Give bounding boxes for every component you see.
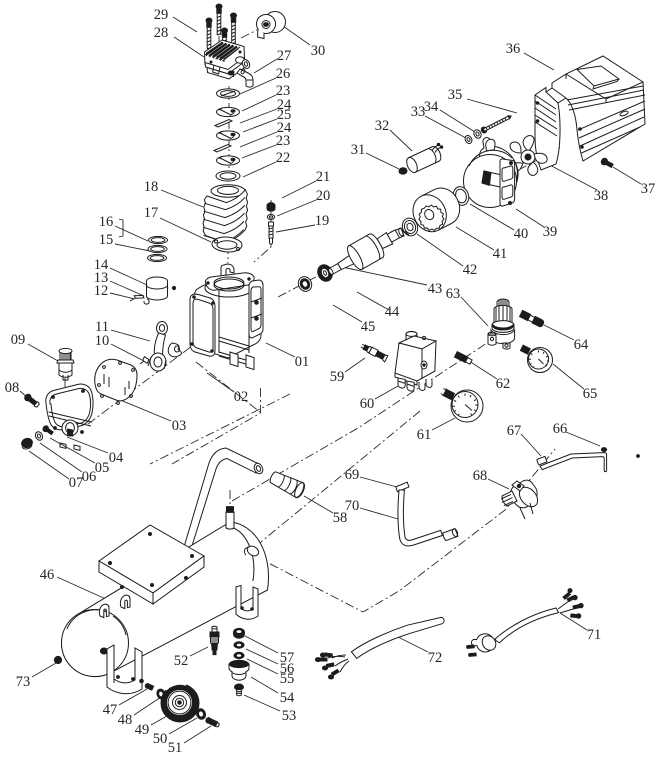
svg-text:10: 10 [95, 333, 110, 349]
svg-text:14: 14 [94, 257, 109, 273]
svg-text:12: 12 [94, 283, 109, 299]
svg-text:41: 41 [493, 246, 508, 262]
svg-text:28: 28 [154, 25, 169, 41]
svg-text:65: 65 [583, 386, 598, 402]
svg-text:57: 57 [280, 650, 295, 666]
svg-text:60: 60 [360, 396, 375, 412]
svg-text:06: 06 [82, 469, 97, 485]
svg-text:03: 03 [172, 418, 187, 434]
svg-text:56: 56 [280, 661, 295, 677]
svg-text:26: 26 [276, 66, 291, 82]
svg-text:52: 52 [174, 653, 189, 669]
svg-text:11: 11 [95, 319, 109, 335]
svg-text:47: 47 [103, 702, 118, 718]
svg-text:48: 48 [118, 712, 133, 728]
svg-text:19: 19 [315, 213, 330, 229]
svg-text:01: 01 [295, 354, 310, 370]
svg-text:22: 22 [276, 150, 291, 166]
svg-text:54: 54 [280, 690, 295, 706]
svg-text:45: 45 [361, 319, 376, 335]
svg-text:35: 35 [448, 87, 463, 103]
svg-text:23: 23 [276, 133, 291, 149]
svg-text:04: 04 [109, 450, 124, 466]
svg-text:39: 39 [543, 224, 558, 240]
svg-text:16: 16 [99, 214, 114, 230]
svg-text:53: 53 [282, 708, 297, 724]
svg-text:34: 34 [424, 99, 439, 115]
svg-text:24: 24 [277, 97, 292, 113]
svg-text:62: 62 [496, 376, 511, 392]
svg-text:25: 25 [277, 107, 292, 123]
svg-text:13: 13 [94, 270, 109, 286]
svg-text:58: 58 [333, 510, 348, 526]
svg-text:64: 64 [574, 337, 589, 353]
svg-text:70: 70 [345, 498, 360, 514]
svg-text:49: 49 [135, 722, 150, 738]
svg-text:40: 40 [514, 226, 529, 242]
svg-text:46: 46 [40, 567, 55, 583]
svg-text:21: 21 [316, 169, 331, 185]
svg-text:18: 18 [144, 179, 159, 195]
svg-text:38: 38 [594, 188, 609, 204]
svg-text:24: 24 [277, 120, 292, 136]
svg-text:51: 51 [168, 740, 183, 756]
svg-text:37: 37 [641, 181, 656, 197]
svg-text:69: 69 [345, 467, 360, 483]
svg-text:36: 36 [506, 41, 521, 57]
svg-text:15: 15 [99, 232, 114, 248]
svg-text:44: 44 [385, 304, 400, 320]
svg-text:20: 20 [316, 188, 331, 204]
svg-text:50: 50 [153, 731, 168, 747]
svg-text:09: 09 [11, 332, 26, 348]
svg-text:63: 63 [446, 286, 461, 302]
svg-text:68: 68 [473, 468, 488, 484]
svg-text:29: 29 [154, 7, 169, 23]
svg-text:27: 27 [277, 48, 292, 64]
svg-text:02: 02 [234, 389, 249, 405]
svg-text:72: 72 [428, 650, 443, 666]
svg-text:71: 71 [587, 627, 602, 643]
svg-text:05: 05 [95, 460, 110, 476]
svg-text:61: 61 [417, 427, 432, 443]
svg-text:73: 73 [16, 674, 31, 690]
svg-text:17: 17 [144, 205, 159, 221]
svg-text:32: 32 [375, 118, 390, 134]
svg-text:30: 30 [311, 43, 326, 59]
svg-text:59: 59 [330, 369, 345, 385]
svg-text:33: 33 [411, 104, 426, 120]
svg-text:43: 43 [428, 281, 443, 297]
svg-text:07: 07 [69, 475, 84, 491]
svg-text:23: 23 [276, 83, 291, 99]
svg-text:42: 42 [463, 262, 478, 278]
svg-text:66: 66 [553, 421, 568, 437]
svg-text:31: 31 [351, 142, 366, 158]
svg-text:55: 55 [280, 671, 295, 687]
svg-text:67: 67 [507, 423, 522, 439]
svg-text:08: 08 [5, 380, 20, 396]
